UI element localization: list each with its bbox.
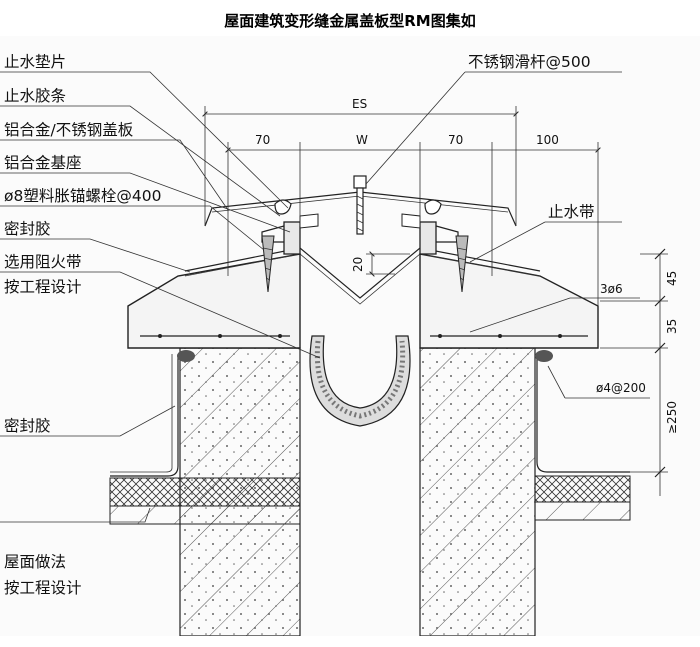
label-aluminum-base: 铝合金基座	[4, 154, 82, 172]
dim-250: ≥250	[665, 401, 679, 434]
anchor-bolts	[261, 235, 469, 293]
label-sealant-bottom: 密封胶	[4, 417, 51, 435]
label-rebar-stirrup: ø4@200	[596, 381, 646, 395]
label-fire-band-line1: 选用阻火带	[4, 253, 82, 271]
fire-stop-band	[309, 335, 411, 427]
label-roof-line2: 按工程设计	[4, 579, 82, 597]
label-water-stop-strip: 止水胶条	[4, 87, 66, 105]
aluminum-bases	[261, 221, 459, 255]
left-wall	[109, 347, 301, 636]
joint-detail-drawing: 止水垫片 止水胶条 铝合金/不锈钢盖板 铝合金基座 ø8塑料胀锚螺栓@400 密…	[0, 36, 700, 636]
right-wall	[419, 347, 631, 636]
left-curb	[127, 253, 301, 349]
label-rebar-top: 3ø6	[600, 282, 623, 296]
label-water-band: 止水带	[548, 203, 595, 221]
dim-left-70: 70	[255, 133, 270, 147]
label-slide-rod: 不锈钢滑杆@500	[468, 53, 591, 71]
label-sealant-top: 密封胶	[4, 220, 51, 238]
label-anchor-bolt: ø8塑料胀锚螺栓@400	[4, 187, 161, 205]
label-water-stop-pad: 止水垫片	[4, 53, 66, 71]
dim-20: 20	[351, 257, 365, 272]
dim-right-70: 70	[448, 133, 463, 147]
leader-lines	[0, 71, 650, 523]
label-roof-line1: 屋面做法	[4, 553, 66, 571]
cover-plate	[204, 175, 517, 235]
drawing-title: 屋面建筑变形缝金属盖板型RM图集如	[224, 12, 476, 30]
label-cover-plate: 铝合金/不锈钢盖板	[4, 121, 133, 139]
dim-100: 100	[536, 133, 559, 147]
dim-es: ES	[352, 97, 367, 111]
dim-35: 35	[665, 319, 679, 334]
label-fire-band-line2: 按工程设计	[4, 278, 82, 296]
dim-w: W	[356, 133, 368, 147]
dim-45: 45	[665, 271, 679, 286]
